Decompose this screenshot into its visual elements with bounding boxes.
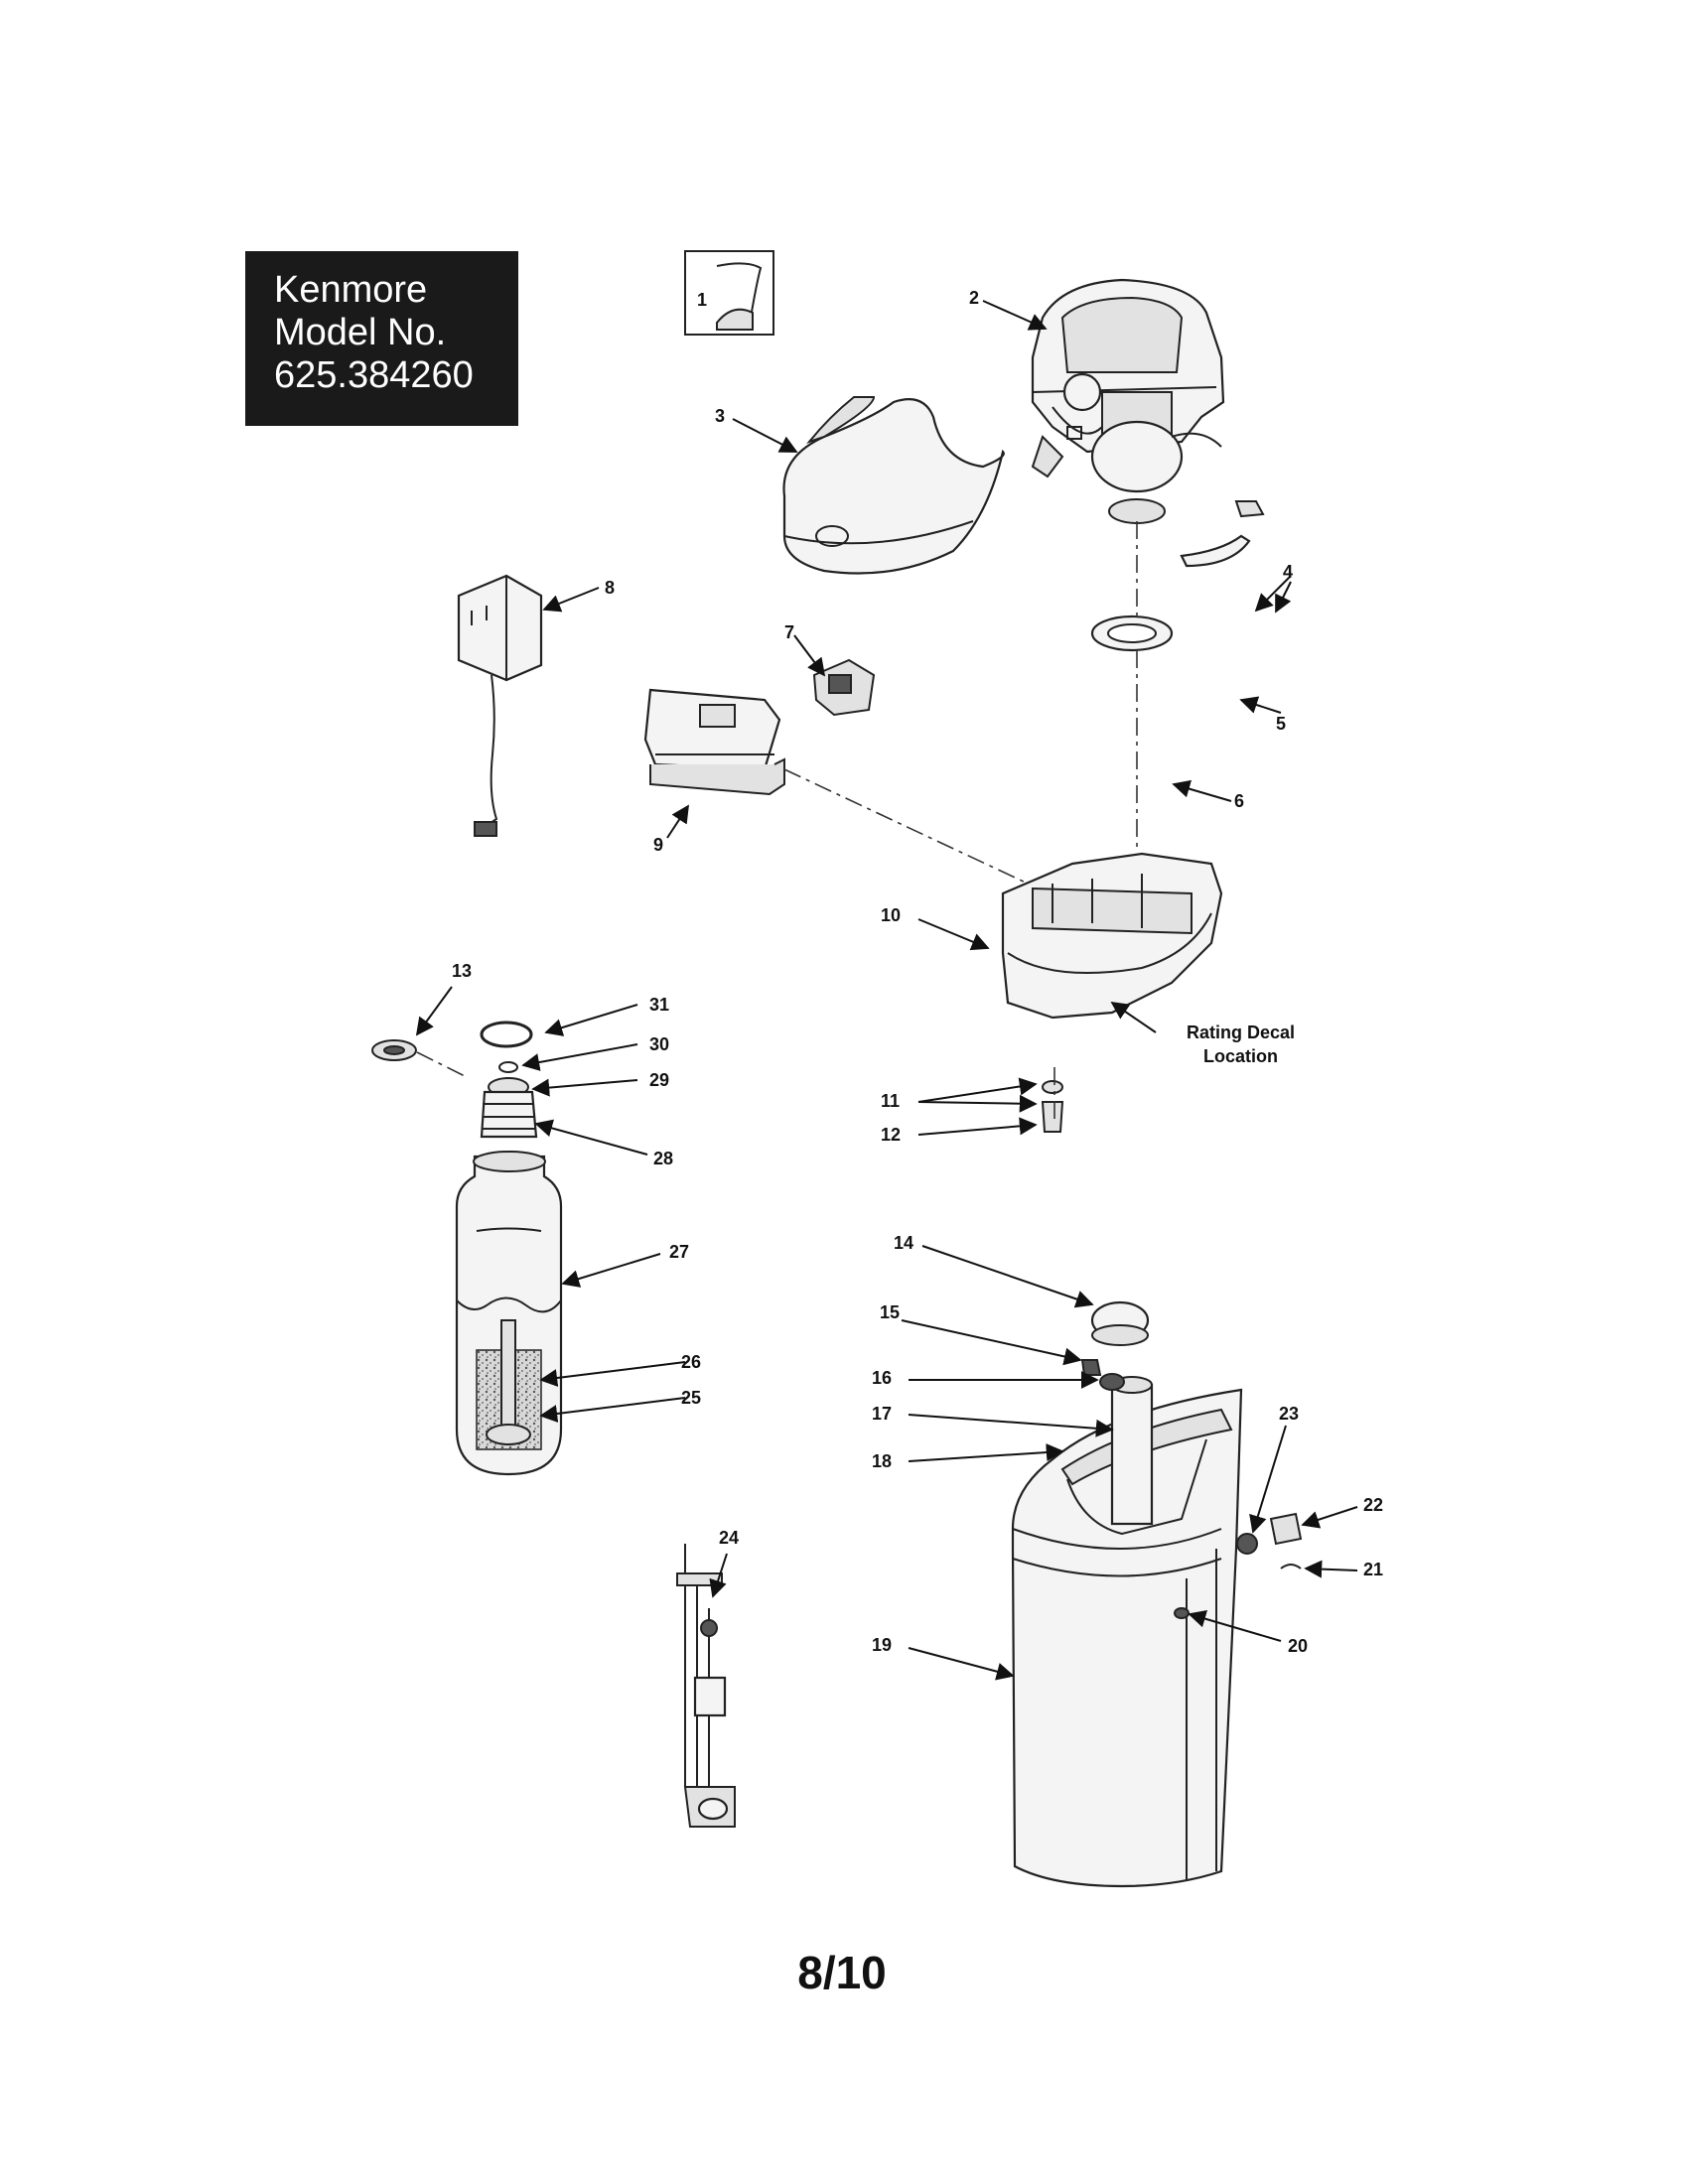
- part-21-clip: [1280, 1564, 1302, 1570]
- model-badge: Kenmore Model No. 625.384260: [245, 251, 518, 426]
- part-23-grommet: [1236, 1533, 1258, 1555]
- badge-model-number: 625.384260: [274, 354, 474, 396]
- callout-9: 9: [653, 835, 663, 855]
- callout-1: 1: [697, 290, 707, 310]
- part-7-switch: [812, 658, 876, 717]
- part-5-clip: [1180, 534, 1251, 568]
- callout-17: 17: [872, 1404, 892, 1424]
- part-10-base: [1001, 852, 1223, 1020]
- callout-18: 18: [872, 1451, 892, 1471]
- callout-19: 19: [872, 1635, 892, 1655]
- part-13-screen: [371, 1039, 417, 1061]
- part-24-brine-valve: [676, 1544, 736, 1828]
- callout-16: 16: [872, 1368, 892, 1388]
- part-12-valve: [1041, 1101, 1064, 1133]
- badge-model-label: Model No.: [274, 312, 447, 353]
- callout-28: 28: [653, 1149, 673, 1168]
- callout-26: 26: [681, 1352, 701, 1372]
- part-27-resin-tank: [455, 1151, 563, 1476]
- part-17-brine-well-tube: [1110, 1376, 1154, 1526]
- part-15-clip: [1080, 1359, 1102, 1376]
- part-30-oring: [498, 1061, 518, 1073]
- part-14-well-cap: [1090, 1300, 1150, 1346]
- callout-5: 5: [1276, 714, 1286, 734]
- callout-29: 29: [649, 1070, 669, 1090]
- callout-6: 6: [1234, 791, 1244, 811]
- callout-31: 31: [649, 995, 669, 1015]
- alignment-line-panel: [783, 768, 1029, 885]
- part-20-plug: [1174, 1607, 1190, 1619]
- leader-lines: [415, 300, 1358, 1681]
- callout-21: 21: [1363, 1560, 1383, 1579]
- callout-2: 2: [969, 288, 979, 308]
- callout-4: 4: [1283, 562, 1293, 582]
- callout-3: 3: [715, 406, 725, 426]
- callout-13: 13: [452, 961, 472, 981]
- callout-23: 23: [1279, 1404, 1299, 1424]
- badge-brand: Kenmore: [274, 269, 428, 311]
- part-16-well-cap-insert: [1099, 1373, 1125, 1391]
- part-11-washer: [1042, 1080, 1063, 1094]
- callout-25: 25: [681, 1388, 701, 1408]
- callout-11: 11: [881, 1091, 900, 1111]
- part-28-distributor-head: [480, 1090, 538, 1139]
- rating-decal-label-line1: Rating Decal: [1187, 1023, 1295, 1042]
- callout-12: 12: [881, 1125, 901, 1145]
- callout-10: 10: [881, 905, 901, 925]
- part-8-transformer: [457, 574, 543, 837]
- part-3-top-shell: [782, 396, 1005, 575]
- part-22-elbow: [1269, 1512, 1303, 1546]
- alignment-line-screen: [416, 1051, 468, 1078]
- drive-motor-assembly: [1031, 372, 1222, 524]
- part-1-kit: [684, 250, 774, 336]
- callout-15: 15: [880, 1302, 900, 1322]
- callout-24: 24: [719, 1528, 739, 1548]
- part-9-control-panel: [643, 688, 785, 796]
- callout-8: 8: [605, 578, 615, 598]
- part-4-bracket: [1234, 500, 1265, 518]
- part-31-oring: [480, 1021, 533, 1048]
- callout-27: 27: [669, 1242, 689, 1262]
- page-number: 8/10: [797, 1947, 887, 1998]
- callout-7: 7: [784, 622, 794, 642]
- callout-14: 14: [894, 1233, 913, 1253]
- part-6-gasket: [1090, 614, 1174, 652]
- callout-22: 22: [1363, 1495, 1383, 1515]
- rating-decal-label-line2: Location: [1203, 1046, 1278, 1066]
- callout-20: 20: [1288, 1636, 1308, 1656]
- callout-30: 30: [649, 1034, 669, 1054]
